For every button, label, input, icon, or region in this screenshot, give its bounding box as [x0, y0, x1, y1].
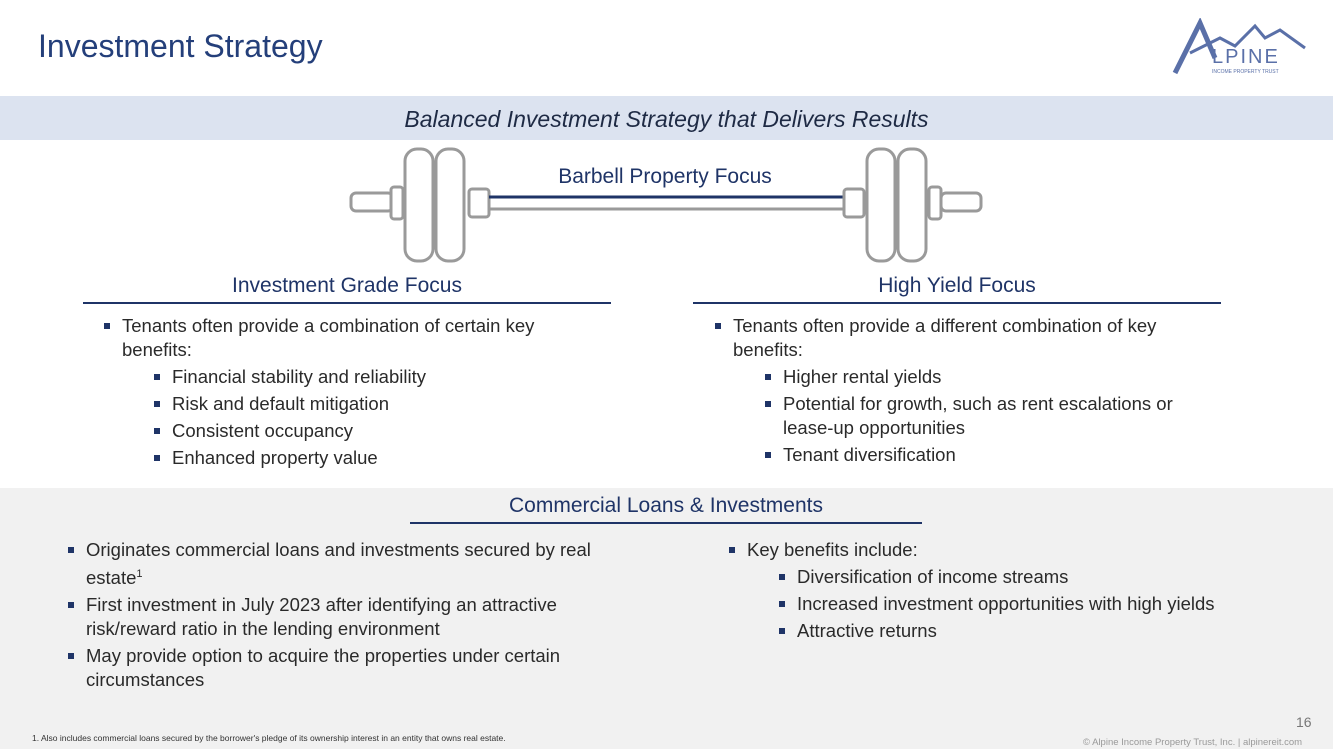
alpine-logo: LPINE INCOME PROPERTY TRUST: [1172, 18, 1306, 75]
list-item: Tenants often provide a combination of c…: [104, 314, 604, 362]
list-item: First investment in July 2023 after iden…: [68, 593, 638, 641]
svg-text:INCOME PROPERTY TRUST: INCOME PROPERTY TRUST: [1212, 69, 1279, 75]
list-item: Diversification of income streams: [779, 565, 1299, 589]
investment-grade-list: Tenants often provide a combination of c…: [104, 314, 604, 473]
list-item: Tenants often provide a different combin…: [715, 314, 1215, 362]
list-item: Financial stability and reliability: [154, 365, 604, 389]
list-item: Higher rental yields: [765, 365, 1215, 389]
list-item: Enhanced property value: [154, 446, 604, 470]
banner-text: Balanced Investment Strategy that Delive…: [404, 106, 929, 132]
banner: Balanced Investment Strategy that Delive…: [0, 96, 1333, 140]
loans-heading: Commercial Loans & Investments: [410, 494, 922, 524]
list-item: Risk and default mitigation: [154, 392, 604, 416]
list-item: Key benefits include:: [729, 538, 1299, 562]
high-yield-heading: High Yield Focus: [693, 274, 1221, 304]
svg-text:LPINE: LPINE: [1212, 46, 1280, 68]
investment-grade-heading: Investment Grade Focus: [83, 274, 611, 304]
copyright: © Alpine Income Property Trust, Inc. | a…: [1083, 737, 1303, 748]
list-item: Potential for growth, such as rent escal…: [765, 392, 1215, 440]
barbell-graphic: [349, 147, 983, 263]
high-yield-list: Tenants often provide a different combin…: [715, 314, 1215, 470]
loans-right-list: Key benefits include: Diversification of…: [729, 538, 1299, 646]
loans-section: [0, 488, 1333, 749]
page-title: Investment Strategy: [38, 28, 323, 64]
list-item: Attractive returns: [779, 619, 1299, 643]
list-item: May provide option to acquire the proper…: [68, 644, 638, 692]
loans-left-list: Originates commercial loans and investme…: [68, 538, 638, 695]
barbell-label: Barbell Property Focus: [558, 165, 772, 188]
page-number: 16: [1296, 714, 1312, 730]
list-item: Tenant diversification: [765, 443, 1215, 467]
list-item-text: Originates commercial loans and investme…: [86, 539, 591, 589]
list-item: Consistent occupancy: [154, 419, 604, 443]
footnote: 1. Also includes commercial loans secure…: [32, 733, 506, 743]
list-item: Increased investment opportunities with …: [779, 592, 1299, 616]
footnote-mark: 1: [136, 568, 143, 580]
list-item: Originates commercial loans and investme…: [68, 538, 638, 590]
